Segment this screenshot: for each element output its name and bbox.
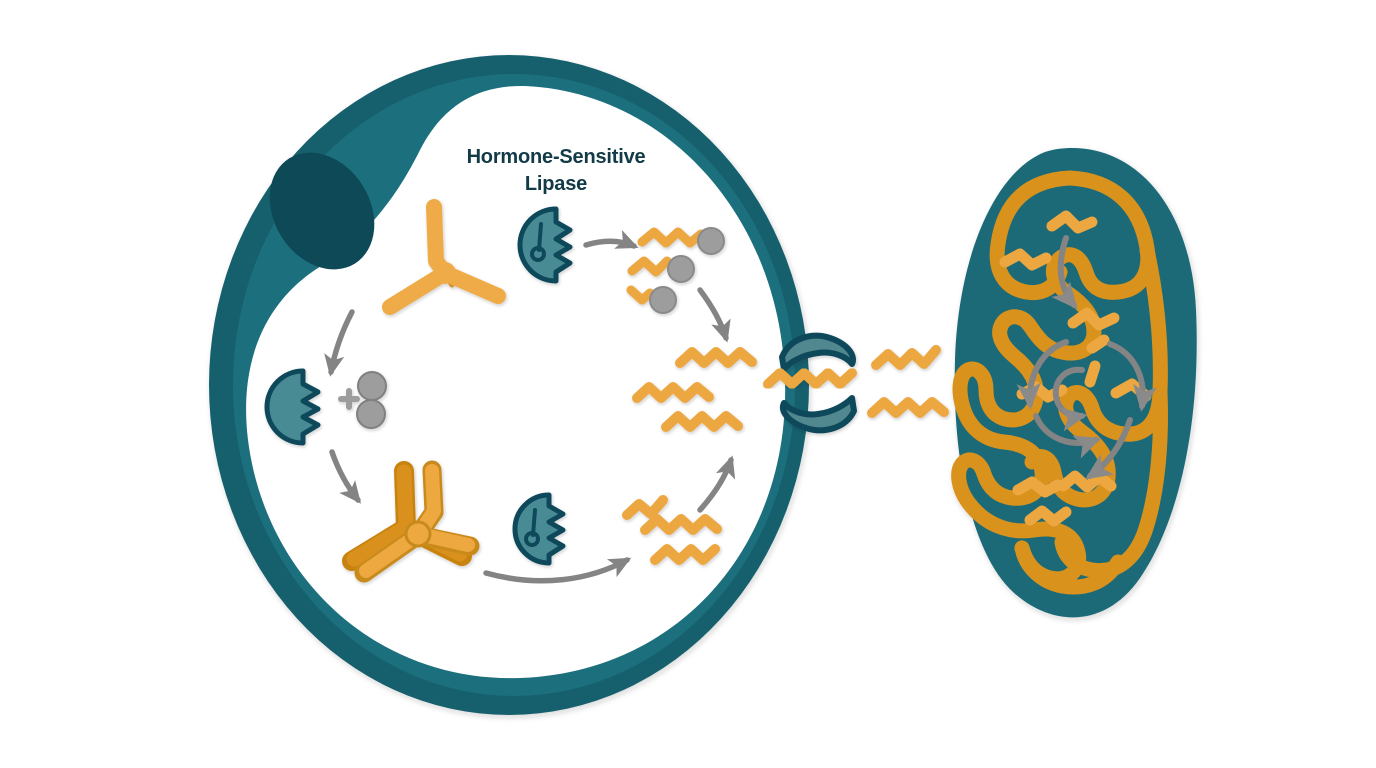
hsl-label: Hormone-Sensitive Lipase [467, 146, 646, 195]
fatty-acid-chain [626, 285, 655, 305]
lipid-droplet-triglyceride-upper [382, 199, 506, 315]
glycerol-release-group [338, 371, 387, 429]
lipase-active-site-pocket [530, 246, 546, 262]
glycerol-molecule [357, 371, 387, 401]
lipase-body [264, 368, 321, 446]
arrow-products-to-fatty-acids [697, 287, 731, 343]
lipase-body [512, 492, 566, 566]
hormone-sensitive-lipase-top [517, 206, 573, 284]
nucleus [269, 152, 375, 270]
mito-cristae-top [989, 170, 1078, 301]
glycerol-molecule [697, 227, 725, 255]
cycle-arrow-right [1107, 341, 1158, 412]
fatty-acid-chain [650, 544, 720, 565]
lipase-active-site-line [531, 508, 537, 537]
fatty-acid-fragment [999, 248, 1052, 271]
hsl-label-line2: Lipase [525, 173, 587, 195]
lipid-droplet-triglyceride-lower [342, 460, 480, 583]
fatty-acid-transport-protein [779, 332, 857, 434]
arrow-fatty-acids-upward [697, 455, 736, 513]
fatty-acid-chain [622, 495, 668, 520]
arrow-lipase-to-products [583, 229, 639, 249]
mito-cristae-bottom [1014, 540, 1126, 595]
fatty-acid-chain [675, 347, 757, 368]
fatty-acid-chain [661, 411, 743, 432]
lipase-active-site-line [537, 222, 543, 252]
beta-oxidation-cycle [1016, 235, 1158, 480]
fatty-acid-fragment [1067, 307, 1120, 331]
fatty-acid-in-transporter [763, 368, 857, 389]
fatty-acid-fragment [1057, 470, 1117, 493]
cycle-arrow-inner [1052, 366, 1088, 432]
hsl-label-line1: Hormone-Sensitive [467, 146, 646, 168]
transporter-segment-upper [779, 332, 856, 372]
arrow-triglyceride-to-lipase-bottom [483, 557, 632, 584]
transporter-segment-lower [780, 395, 857, 434]
triglyceride-glycerol-backbone [434, 262, 456, 284]
products-fatty-acid-with-glycerol [626, 227, 725, 314]
fatty-acid-chain [637, 227, 706, 248]
arrow-lipase-to-triglyceride [329, 449, 362, 504]
fatty-acid-fragment [1012, 476, 1064, 498]
fatty-acid-fragment [1084, 360, 1101, 388]
mito-cristae-bottom-right [1054, 384, 1168, 579]
hormone-sensitive-lipase-left [264, 368, 321, 446]
mitochondrion [951, 148, 1197, 618]
external-fatty-acids [867, 345, 949, 418]
fatty-acid-chain [640, 514, 722, 535]
cycle-arrow-down [1051, 235, 1078, 310]
fatty-acid-fragment [1086, 334, 1110, 354]
fatty-acid-fragment [1024, 505, 1072, 527]
lipase-active-site-pocket [524, 531, 540, 547]
free-fatty-acids-middle [632, 347, 757, 432]
lipase-body [517, 206, 573, 284]
hormone-sensitive-lipase-bottom [512, 492, 566, 566]
glycerol-molecule [667, 255, 695, 283]
fatty-acid-chain [867, 397, 949, 418]
glycerol-molecule [649, 286, 677, 314]
fatty-acid-chain [632, 382, 714, 403]
fatty-acid-chain [871, 345, 941, 370]
fatty-acid-fragment [1046, 210, 1098, 234]
arrow-triglyceride-to-lipase [324, 309, 355, 377]
free-fatty-acids-bottom [622, 495, 722, 565]
plus-sign-icon [338, 388, 360, 410]
glycerol-molecule [356, 399, 386, 429]
cycle-arrow-left [1016, 339, 1069, 410]
fatty-acid-chain [627, 256, 672, 277]
cycle-arrow-outgoing [1085, 417, 1133, 480]
cycle-arrow-bottom [1033, 413, 1102, 459]
triglyceride-glycerol-backbone [404, 520, 432, 548]
